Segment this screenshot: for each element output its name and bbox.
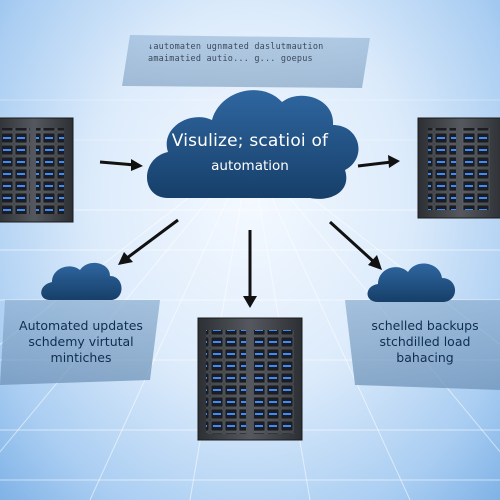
arrows xyxy=(99,155,400,308)
center-cloud xyxy=(147,90,359,199)
right-label-line-3: bahacing xyxy=(396,350,454,365)
banner-text-line-1: ↓automaten ugnmated daslutmaution xyxy=(148,42,324,52)
banner-text-line-2: amaimatied autio... g... goepus xyxy=(148,54,313,64)
left-label-line-1: Automated updates xyxy=(19,318,143,333)
right-small-cloud xyxy=(367,263,456,302)
right-server xyxy=(417,117,500,219)
left-label-panel xyxy=(0,300,160,385)
left-server xyxy=(0,117,74,223)
cloud-title: Visulize; scatioi of xyxy=(171,131,329,151)
left-label-line-2: schdemy virtutal xyxy=(28,334,134,349)
right-label-line-1: schelled backups xyxy=(371,318,479,333)
right-label-line-2: stchdilled load xyxy=(379,334,471,349)
top-banner-panel xyxy=(122,35,370,88)
right-label-panel xyxy=(345,300,500,390)
left-small-cloud xyxy=(41,262,122,300)
left-label-line-3: mintiches xyxy=(50,350,112,365)
bottom-server xyxy=(197,317,303,441)
cloud-subtitle: automation xyxy=(211,158,289,174)
